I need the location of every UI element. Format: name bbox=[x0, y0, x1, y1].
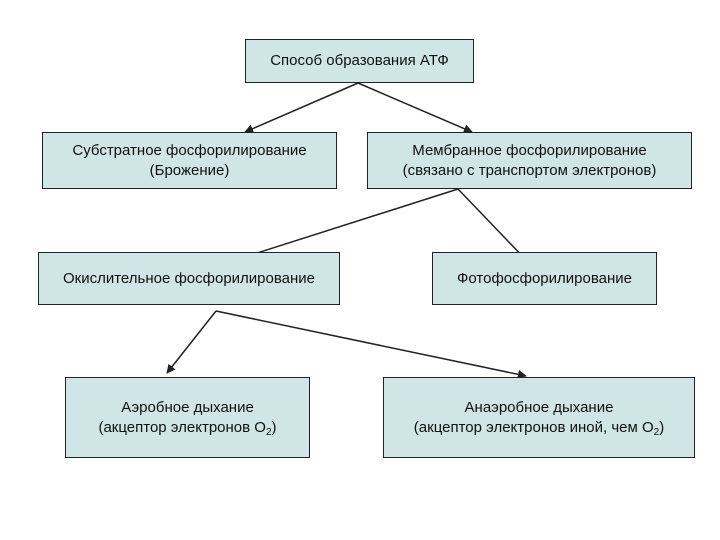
arrow-root-to-substrate bbox=[244, 82, 359, 133]
subscript: 2 bbox=[265, 426, 272, 438]
node-membrane-phosphorylation: Мембранное фосфорилирование (связано с т… bbox=[367, 132, 692, 189]
subscript: 2 bbox=[653, 426, 660, 438]
acceptor-text: (акцептор электронов O bbox=[98, 418, 266, 436]
node-label: Анаэробное дыхание bbox=[464, 398, 614, 416]
arrow-membrane-to-photo bbox=[457, 188, 530, 264]
node-label: Способ образования АТФ bbox=[270, 52, 449, 69]
closing-paren: ) bbox=[659, 418, 665, 436]
node-label: Фотофосфорилирование bbox=[456, 269, 632, 287]
node-label: Аэробное дыхание bbox=[121, 398, 254, 416]
arrow-root-to-membrane bbox=[357, 82, 473, 133]
node-label: Окислительное фосфорилирование bbox=[62, 269, 316, 287]
arrow-oxidative-to-aerobic bbox=[166, 310, 217, 374]
closing-paren: ) bbox=[271, 418, 277, 436]
node-sublabel: (акцептор электронов иной, чем O2) bbox=[414, 418, 664, 438]
node-aerobic-respiration: Аэробное дыхание (акцептор электронов O2… bbox=[65, 377, 310, 458]
node-oxidative-phosphorylation: Окислительное фосфорилирование bbox=[38, 252, 340, 305]
node-sublabel: (связано с транспортом электронов) bbox=[402, 161, 657, 179]
node-label: Субстратное фосфорилирование bbox=[72, 141, 307, 159]
acceptor-text: (акцептор электронов иной, чем O bbox=[413, 418, 654, 436]
node-sublabel: (акцептор электронов O2) bbox=[98, 418, 276, 438]
node-substrate-phosphorylation: Субстратное фосфорилирование (Брожение) bbox=[42, 132, 337, 189]
node-sublabel: (Брожение) bbox=[149, 161, 230, 179]
arrow-membrane-to-oxidative bbox=[231, 188, 459, 263]
arrow-oxidative-to-anaerobic bbox=[215, 310, 527, 379]
node-photophosphorylation: Фотофосфорилирование bbox=[432, 252, 657, 305]
node-label: Мембранное фосфорилирование bbox=[412, 141, 647, 159]
node-atp-formation: Способ образования АТФ bbox=[245, 39, 474, 83]
node-anaerobic-respiration: Анаэробное дыхание (акцептор электронов … bbox=[383, 377, 695, 458]
